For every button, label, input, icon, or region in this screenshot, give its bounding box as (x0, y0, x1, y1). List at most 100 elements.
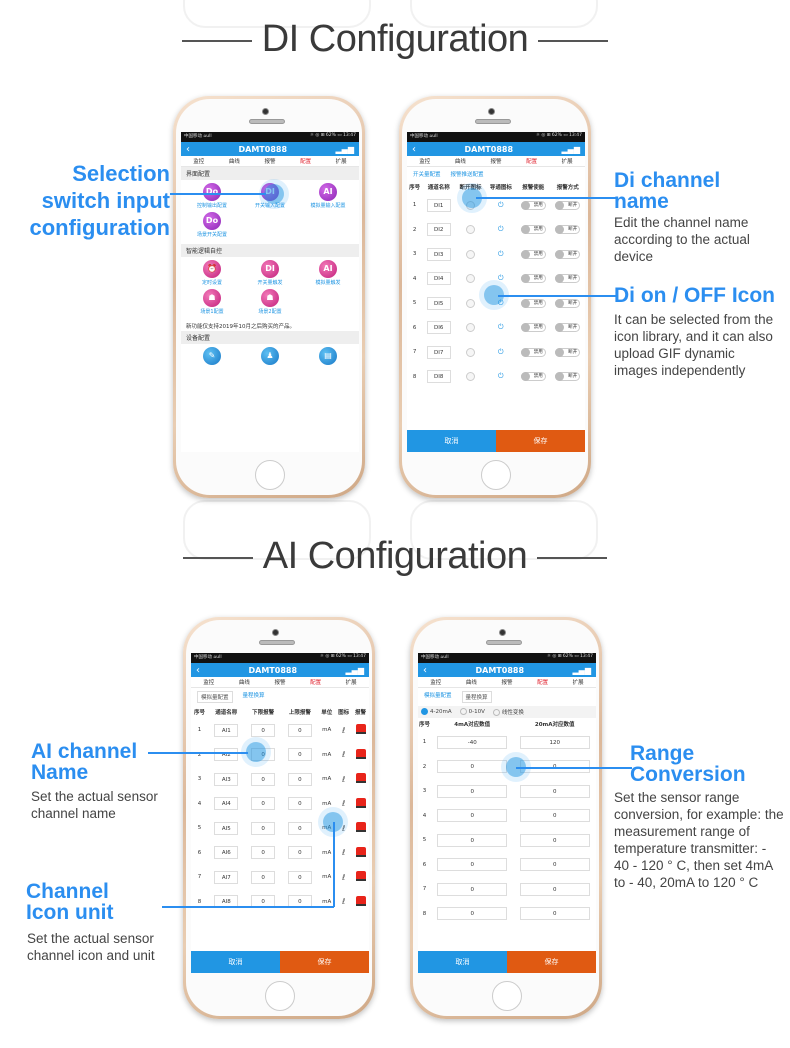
alarm-light-icon[interactable] (355, 773, 366, 784)
alarm-enable-toggle[interactable]: 禁用 (520, 372, 546, 382)
alarm-mode-toggle[interactable]: 断开 (555, 274, 581, 284)
alarm-light-icon[interactable] (355, 846, 366, 857)
home-button[interactable] (265, 981, 295, 1011)
cancel-button[interactable]: 取消 (418, 951, 507, 973)
tab-1[interactable]: 曲线 (238, 680, 250, 686)
channel-name-input[interactable]: DI3 (426, 247, 451, 261)
channel-name-input[interactable]: AI5 (214, 821, 239, 835)
alarm-enable-toggle[interactable]: 禁用 (520, 347, 546, 357)
save-button[interactable]: 保存 (507, 951, 596, 973)
off-state-icon[interactable] (465, 225, 475, 235)
value-20ma-input[interactable]: 0 (519, 858, 590, 872)
power-icon[interactable]: ⏻ (498, 347, 504, 356)
tab-0[interactable]: 监控 (203, 680, 215, 686)
back-button[interactable]: ‹ (196, 664, 200, 676)
off-state-icon[interactable] (465, 347, 475, 357)
tab-1[interactable]: 曲线 (228, 159, 240, 165)
subtab-alarm-push[interactable]: 报警推送配置 (450, 172, 484, 178)
upper-alarm-input[interactable]: 0 (287, 821, 312, 835)
tab-0[interactable]: 监控 (430, 680, 442, 686)
power-icon[interactable]: ⏻ (498, 200, 504, 209)
home-button[interactable] (492, 981, 522, 1011)
alarm-mode-toggle[interactable]: 断开 (555, 200, 581, 210)
alarm-mode-toggle[interactable]: 断开 (555, 298, 581, 308)
lower-alarm-input[interactable]: 0 (251, 797, 276, 811)
tab-4[interactable]: 扩展 (335, 159, 347, 165)
icon-tile[interactable]: ⏰定时设置 (183, 260, 241, 286)
value-20ma-input[interactable]: 0 (519, 907, 590, 921)
alarm-light-icon[interactable] (355, 724, 366, 735)
lower-alarm-input[interactable]: 0 (251, 870, 276, 884)
channel-name-input[interactable]: DI4 (426, 272, 451, 286)
lower-alarm-input[interactable]: 0 (251, 895, 276, 909)
tab-3[interactable]: 配置 (300, 159, 312, 165)
tab-0[interactable]: 监控 (419, 159, 431, 165)
icon-tile[interactable]: ▤ (299, 347, 357, 367)
power-icon[interactable]: ⏻ (498, 372, 504, 381)
thermometer-icon[interactable]: ℓ (341, 799, 346, 809)
channel-name-input[interactable]: AI8 (214, 895, 239, 909)
value-4ma-input[interactable]: 0 (437, 784, 508, 798)
subtab-analog-config[interactable]: 模拟量配置 (197, 691, 233, 703)
thermometer-icon[interactable]: ℓ (341, 848, 346, 858)
home-button[interactable] (255, 460, 285, 490)
back-button[interactable]: ‹ (423, 664, 427, 676)
upper-alarm-input[interactable]: 0 (287, 895, 312, 909)
tab-0[interactable]: 监控 (193, 159, 205, 165)
alarm-enable-toggle[interactable]: 禁用 (520, 200, 546, 210)
tab-2[interactable]: 报警 (490, 159, 502, 165)
alarm-mode-toggle[interactable]: 断开 (555, 249, 581, 259)
home-button[interactable] (481, 460, 511, 490)
icon-tile[interactable]: ♟ (241, 347, 299, 367)
value-4ma-input[interactable]: 0 (437, 882, 508, 896)
off-state-icon[interactable] (465, 298, 475, 308)
power-icon[interactable]: ⏻ (498, 249, 504, 258)
channel-name-input[interactable]: AI7 (214, 870, 239, 884)
channel-name-input[interactable]: DI6 (426, 321, 451, 335)
icon-tile[interactable]: ✎ (183, 347, 241, 367)
tab-2[interactable]: 报警 (264, 159, 276, 165)
value-4ma-input[interactable]: 0 (437, 833, 508, 847)
thermometer-icon[interactable]: ℓ (341, 897, 346, 907)
upper-alarm-input[interactable]: 0 (287, 772, 312, 786)
thermometer-icon[interactable]: ℓ (341, 823, 346, 833)
power-icon[interactable]: ⏻ (498, 323, 504, 332)
alarm-enable-toggle[interactable]: 禁用 (520, 225, 546, 235)
subtab-range-conversion[interactable]: 量程换算 (461, 691, 492, 703)
subtab-range-conversion[interactable]: 量程换算 (242, 693, 265, 699)
tab-3[interactable]: 配置 (526, 159, 538, 165)
channel-name-input[interactable]: DI2 (426, 223, 451, 237)
unit-cell[interactable]: mA (322, 874, 332, 881)
upper-alarm-input[interactable]: 0 (287, 723, 312, 737)
cancel-button[interactable]: 取消 (407, 430, 496, 452)
tab-2[interactable]: 报警 (274, 680, 286, 686)
cancel-button[interactable]: 取消 (191, 951, 280, 973)
alarm-light-icon[interactable] (355, 822, 366, 833)
tab-3[interactable]: 配置 (537, 680, 549, 686)
unit-cell[interactable]: mA (322, 751, 332, 758)
lower-alarm-input[interactable]: 0 (251, 723, 276, 737)
off-state-icon[interactable] (465, 249, 475, 259)
thermometer-icon[interactable]: ℓ (341, 774, 346, 784)
thermometer-icon[interactable]: ℓ (341, 725, 346, 735)
power-icon[interactable]: ⏻ (498, 298, 504, 307)
value-20ma-input[interactable]: 0 (519, 784, 590, 798)
alarm-mode-toggle[interactable]: 断开 (555, 225, 581, 235)
upper-alarm-input[interactable]: 0 (287, 797, 312, 811)
alarm-mode-toggle[interactable]: 断开 (555, 323, 581, 333)
value-4ma-input[interactable]: 0 (437, 809, 508, 823)
upper-alarm-input[interactable]: 0 (287, 846, 312, 860)
radio-4-20ma[interactable]: 4-20mA (421, 708, 452, 716)
unit-cell[interactable]: mA (322, 898, 332, 905)
channel-name-input[interactable]: AI6 (214, 846, 239, 860)
tab-4[interactable]: 扩展 (561, 159, 573, 165)
channel-name-input[interactable]: AI4 (214, 797, 239, 811)
tab-3[interactable]: 配置 (310, 680, 322, 686)
back-button[interactable]: ‹ (186, 143, 190, 155)
save-button[interactable]: 保存 (280, 951, 369, 973)
off-state-icon[interactable] (465, 372, 475, 382)
tab-1[interactable]: 曲线 (454, 159, 466, 165)
radio-linear[interactable]: 线性变换 (492, 708, 524, 716)
